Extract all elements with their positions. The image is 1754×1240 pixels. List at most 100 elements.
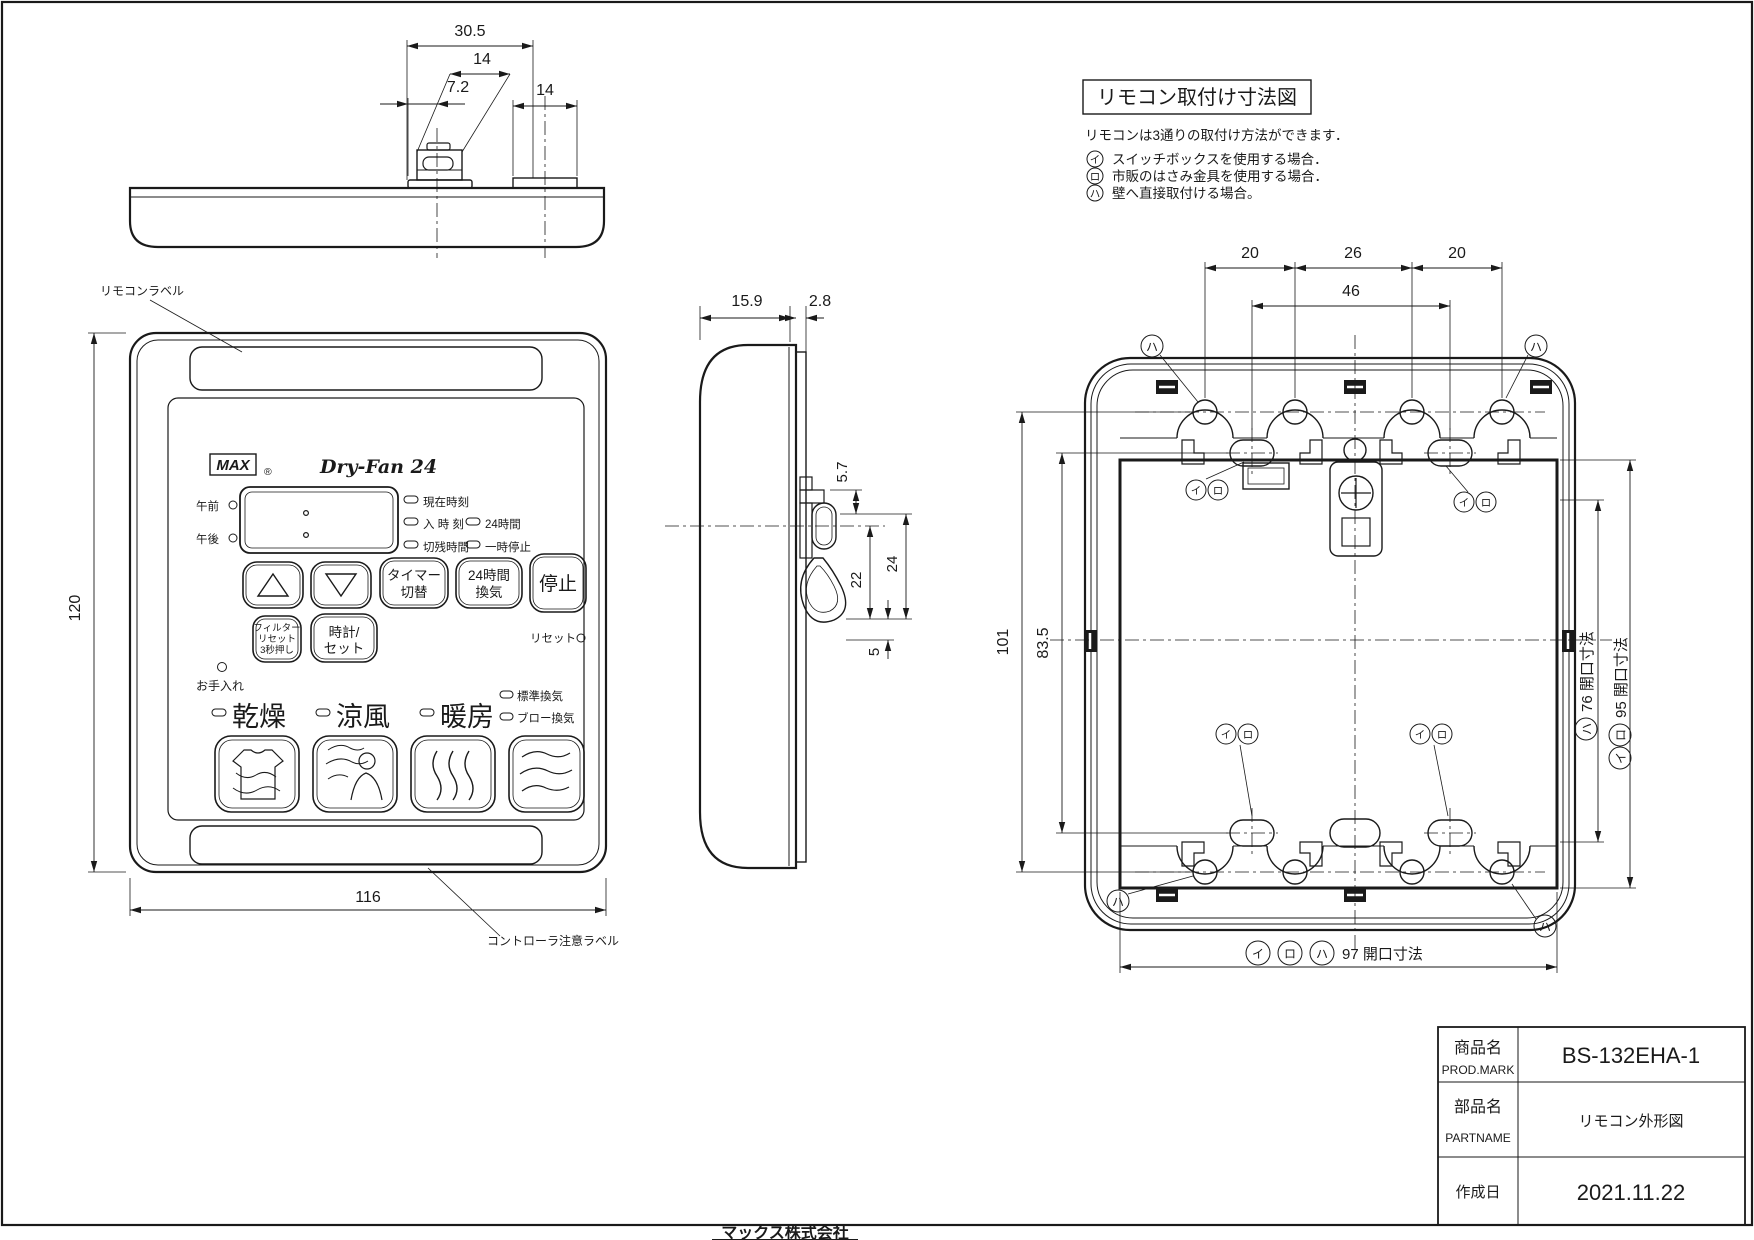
dim-20a: 20 [1241,245,1259,262]
svg-text:リセット: リセット [258,634,296,645]
mode-heat-label: 暖房 [440,702,494,732]
slot-brackets [1181,439,1521,867]
rear-view: ハ ハ ハ ハ イ ロ イ ロ [995,245,1636,973]
company-name: マックス株式会社 [721,1223,849,1240]
dim-46: 46 [1342,283,1360,300]
pm-lamp-icon [228,533,238,543]
svg-text:ハ: ハ [1580,723,1594,735]
connector-window [1242,462,1290,490]
ind-24h: 24時間 [485,518,521,531]
blow-vent-label: ブロー換気 [517,711,575,725]
dim-2-8: 2.8 [809,293,831,310]
dim-14-right: 14 [536,82,554,99]
lamp-24h-icon [465,517,481,526]
heat-mode-button [410,735,496,813]
std-vent-lamp-icon [499,690,514,699]
down-triangle-icon [324,573,358,598]
vent-mode-button [508,735,585,813]
filter-reset-button: フィルター リセット 3秒押し [252,615,302,663]
ind-on-time: 入 時 刻 [423,517,464,531]
svg-text:イ: イ [1459,497,1470,509]
svg-text:ハ: ハ [1112,895,1124,909]
remote-label-strip [189,346,543,391]
up-triangle-icon [256,572,290,597]
hook-outline [800,557,847,623]
note-item-3: ハ 壁へ直接取付ける場合。 [1086,184,1261,202]
shirt-icon [232,749,284,800]
svg-text:イ: イ [1090,154,1101,166]
clock-set-button: 時計/ セット [310,613,378,663]
control-panel [167,397,585,821]
cool-lamp-icon [315,708,331,717]
svg-text:切替: 切替 [401,585,428,600]
svg-text:ハ: ハ [1530,340,1542,354]
part-name-label-jp: 部品名 [1454,1098,1502,1116]
callout-iro-bottom-left: イ ロ [1215,723,1259,817]
ind-pause: 一時停止 [485,540,531,554]
title-block: 商品名 PROD.MARK BS-132EHA-1 部品名 PARTNAME リ… [1437,1026,1746,1226]
opening-outline [1118,458,1559,890]
prod-mark-label-en: PROD.MARK [1442,1063,1515,1077]
svg-text:ロ: ロ [1437,729,1448,741]
clock-display [239,486,399,554]
svg-text:95 開口寸法: 95 開口寸法 [1613,637,1630,718]
pm-label: 午後 [196,532,219,546]
svg-text:タイマー: タイマー [387,568,441,583]
dry-mode-button [214,735,300,813]
date-value: 2021.11.22 [1577,1180,1685,1205]
colon-dot-icon [303,531,310,538]
dim-101: 101 [995,629,1012,656]
circle-ro-icon [1086,167,1104,185]
svg-text:イ: イ [1252,947,1264,961]
svg-text:時計/: 時計/ [329,625,360,640]
top-mount-holes [1176,399,1531,439]
svg-text:ロ: ロ [1090,171,1101,183]
am-label: 午前 [196,499,219,513]
dim-22: 22 [848,572,865,589]
svg-text:イ: イ [1614,752,1628,764]
vent-24h-button: 24時間 換気 [455,557,523,609]
svg-text:ロ: ロ [1213,485,1224,497]
prod-mark-label-jp: 商品名 [1454,1039,1502,1057]
screw-boss [1329,461,1383,557]
reset-label: リセット [530,632,576,645]
rear-outline [1083,356,1577,932]
std-vent-label: 標準換気 [517,689,563,703]
svg-text:市販のはさみ金具を使用する場合．: 市販のはさみ金具を使用する場合． [1112,168,1328,184]
bottom-mount-holes [1176,845,1531,885]
callout-iro-top-left: イ ロ [1185,461,1245,501]
footer: マックス株式会社 [712,1223,858,1240]
circle-i-icon [1086,150,1104,168]
svg-text:換気: 換気 [476,585,503,600]
dim-83-5: 83.5 [1035,627,1052,658]
svg-text:セット: セット [324,641,365,656]
lamp-now-icon [403,495,419,504]
snap-tabs [1084,380,1575,902]
svg-text:ハ: ハ [1316,947,1328,961]
dim-5: 5 [866,648,883,656]
care-lamp-icon [217,662,227,672]
clip-block [416,149,463,181]
part-name-label-en: PARTNAME [1445,1131,1511,1145]
caution-label-pointer: コントローラ注意ラベル [487,933,619,948]
caution-label-strip [189,825,543,865]
mode-dry-label: 乾燥 [232,702,286,732]
note-item-2: ロ 市販のはさみ金具を使用する場合． [1086,167,1328,185]
dim-26: 26 [1344,245,1362,262]
mounting-notes: リモコン取付け寸法図 リモコンは3通りの取付け方法ができます． イ スイッチボッ… [1082,79,1348,202]
dim-open-95: イ ロ 95 開口寸法 [1608,637,1632,770]
product-name: Dry-Fan 24 [319,456,437,478]
lamp-remain-icon [403,540,419,549]
prod-mark-value: BS-132EHA-1 [1562,1043,1700,1068]
svg-text:3秒押し: 3秒押し [260,644,294,656]
heat-lamp-icon [419,708,435,717]
top-view: 30.5 14 7.2 14 [128,23,606,258]
dim-7-2: 7.2 [447,79,469,96]
dim-120: 120 [67,595,84,622]
dim-30-5: 30.5 [454,23,485,40]
svg-text:ロ: ロ [1614,729,1628,741]
part-name-value: リモコン外形図 [1578,1113,1683,1130]
svg-text:ハ: ハ [1090,188,1101,200]
